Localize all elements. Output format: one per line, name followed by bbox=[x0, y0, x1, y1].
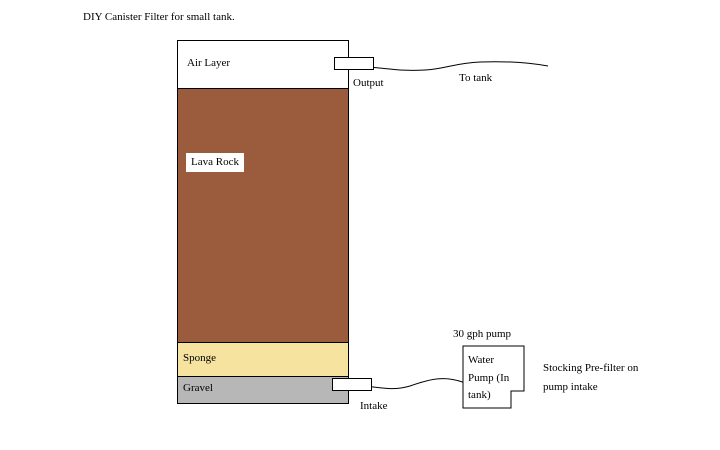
water-pump-label: Water Pump (In tank) bbox=[468, 354, 510, 402]
air-layer: Air Layer bbox=[178, 41, 348, 89]
gravel-label: Gravel bbox=[183, 382, 213, 394]
gravel-layer: Gravel bbox=[178, 377, 348, 403]
intake-label: Intake bbox=[360, 400, 388, 412]
output-label: Output bbox=[353, 77, 384, 89]
sponge-layer: Sponge bbox=[178, 343, 348, 377]
canister-filter: Air Layer Lava Rock Sponge Gravel bbox=[177, 40, 349, 404]
water-pump-box bbox=[462, 345, 525, 409]
diagram-title: DIY Canister Filter for small tank. bbox=[83, 11, 235, 23]
sponge-label: Sponge bbox=[183, 352, 216, 364]
lava-rock-layer: Lava Rock bbox=[178, 89, 348, 343]
to-tank-label: To tank bbox=[459, 72, 493, 84]
air-layer-label: Air Layer bbox=[187, 57, 231, 69]
output-tube bbox=[334, 57, 374, 70]
prefilter-label: Stocking Pre-filter on pump intake bbox=[543, 362, 639, 394]
output-hose bbox=[353, 61, 549, 71]
lava-rock-label: Lava Rock bbox=[186, 153, 244, 173]
intake-tube bbox=[332, 378, 372, 391]
pump-caption: 30 gph pump bbox=[453, 328, 512, 340]
